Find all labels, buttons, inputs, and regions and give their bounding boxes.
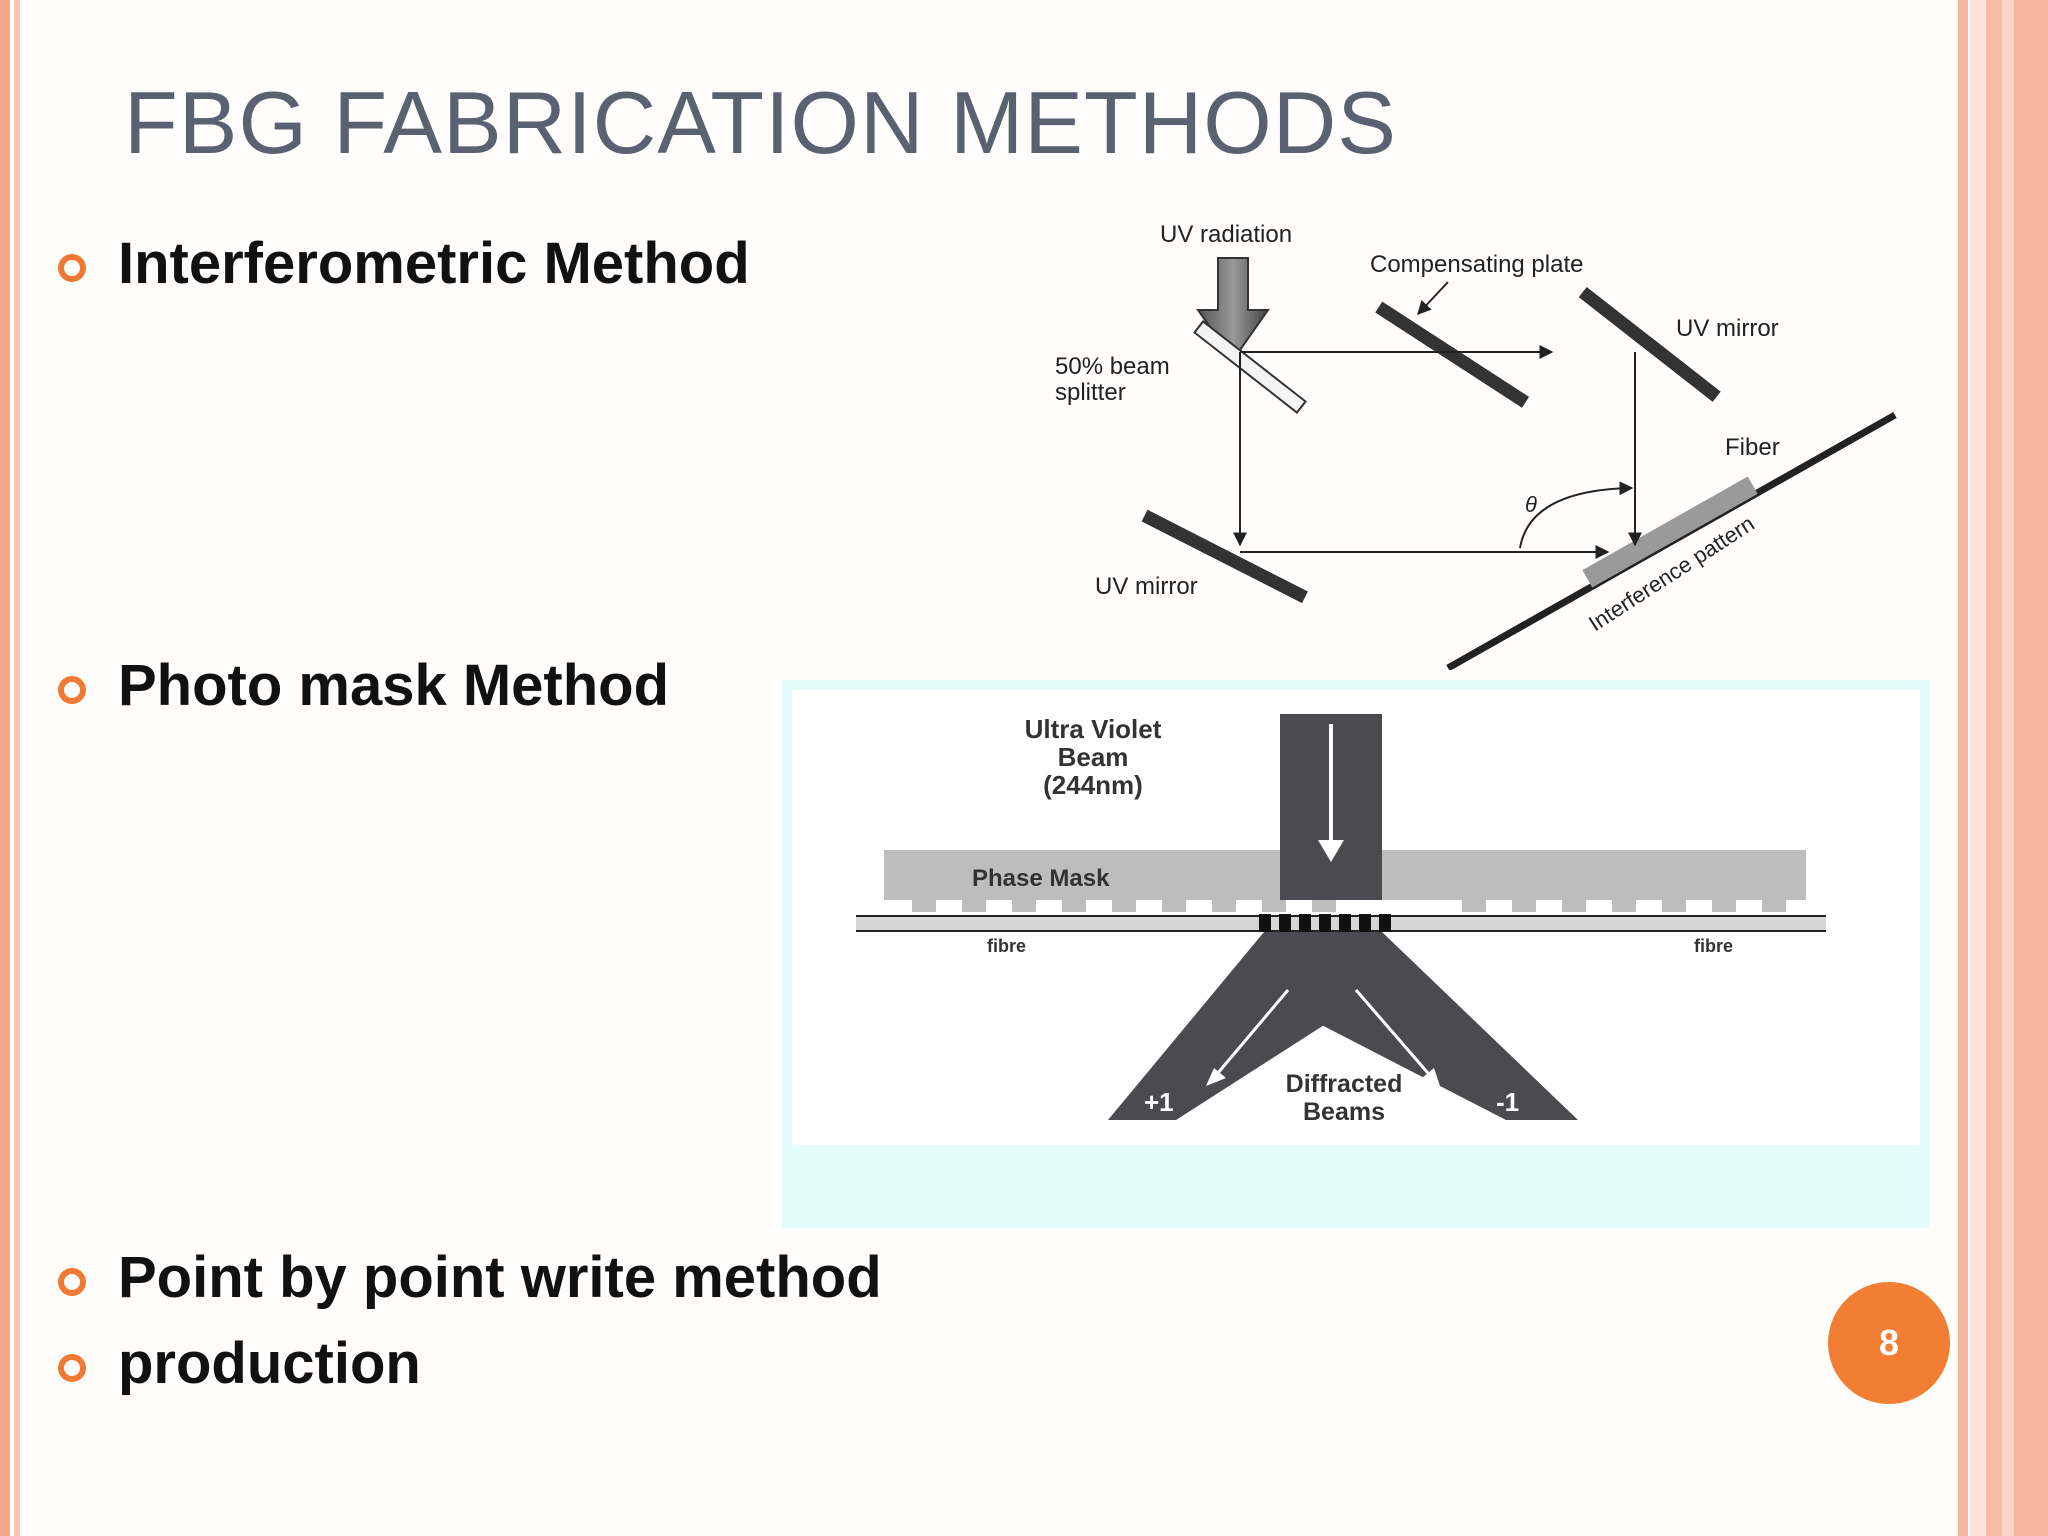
label-theta: θ	[1525, 492, 1537, 517]
label-beam-splitter-1: 50% beam	[1055, 353, 1170, 380]
label-diffracted-1: Diffracted	[1286, 1070, 1403, 1098]
bullet-label: Point by point write method	[118, 1245, 882, 1310]
label-uv-mirror-top: UV mirror	[1676, 315, 1779, 342]
phase-mask-teeth	[912, 900, 1786, 912]
left-border-stripe-inner	[14, 0, 20, 1536]
right-border-stripe	[2002, 0, 2014, 1536]
right-border-stripe	[1986, 0, 2002, 1536]
label-order-minus: -1	[1496, 1087, 1519, 1117]
bullet-ring-icon	[58, 1354, 86, 1382]
diffracted-arrow-plus	[1210, 989, 1290, 1081]
interference-pattern-band	[1582, 476, 1758, 588]
diffracted-beam-minus	[1264, 932, 1578, 1120]
uv-beam-arrowhead	[1318, 840, 1344, 862]
bullet-ring-icon	[58, 676, 86, 704]
label-uv-mirror-bottom: UV mirror	[1095, 573, 1198, 600]
label-beam-1: Ultra Violet	[1025, 714, 1162, 744]
label-compensating-plate: Compensating plate	[1370, 251, 1583, 278]
label-phase-mask: Phase Mask	[972, 865, 1110, 892]
fibre-grating	[1259, 914, 1391, 932]
interferometric-diagram: UV radiation Compensating plate UV mirro…	[1055, 221, 1897, 670]
label-beam-3: (244nm)	[1043, 770, 1143, 800]
left-border-stripe	[0, 0, 10, 1536]
label-fiber: Fiber	[1725, 434, 1780, 461]
phase-mask-diagram: Ultra Violet Beam (244nm) Phase Mask fib…	[782, 680, 1930, 1228]
diffracted-arrow-minus	[1354, 989, 1436, 1081]
bullet-ring-icon	[58, 254, 86, 282]
uv-mirror-bottom	[1141, 509, 1308, 604]
label-fibre-right: fibre	[1694, 936, 1733, 956]
beam-splitter-plate	[1193, 320, 1307, 414]
label-pointer	[1417, 281, 1449, 316]
label-uv-radiation: UV radiation	[1160, 221, 1292, 248]
label-order-plus: +1	[1144, 1087, 1174, 1117]
bullet-label: Photo mask Method	[118, 653, 670, 718]
slide-title: FBG FABRICATION METHODS	[124, 73, 1398, 172]
uv-mirror-top	[1578, 286, 1721, 402]
label-beam-splitter-2: splitter	[1055, 379, 1126, 406]
theta-arc	[1519, 481, 1634, 549]
bullet-label: production	[118, 1331, 421, 1396]
label-beam-2: Beam	[1058, 742, 1129, 772]
label-fibre-left: fibre	[987, 936, 1026, 956]
bullet-ring-icon	[58, 1268, 86, 1296]
bullet-label: Interferometric Method	[118, 231, 750, 296]
right-border-stripe	[2014, 0, 2048, 1536]
right-border-stripe	[1970, 0, 1986, 1536]
right-border-stripe	[1958, 0, 1968, 1536]
compensating-plate	[1375, 301, 1530, 408]
page-number-badge: 8	[1828, 1282, 1950, 1404]
label-diffracted-2: Beams	[1303, 1098, 1385, 1126]
